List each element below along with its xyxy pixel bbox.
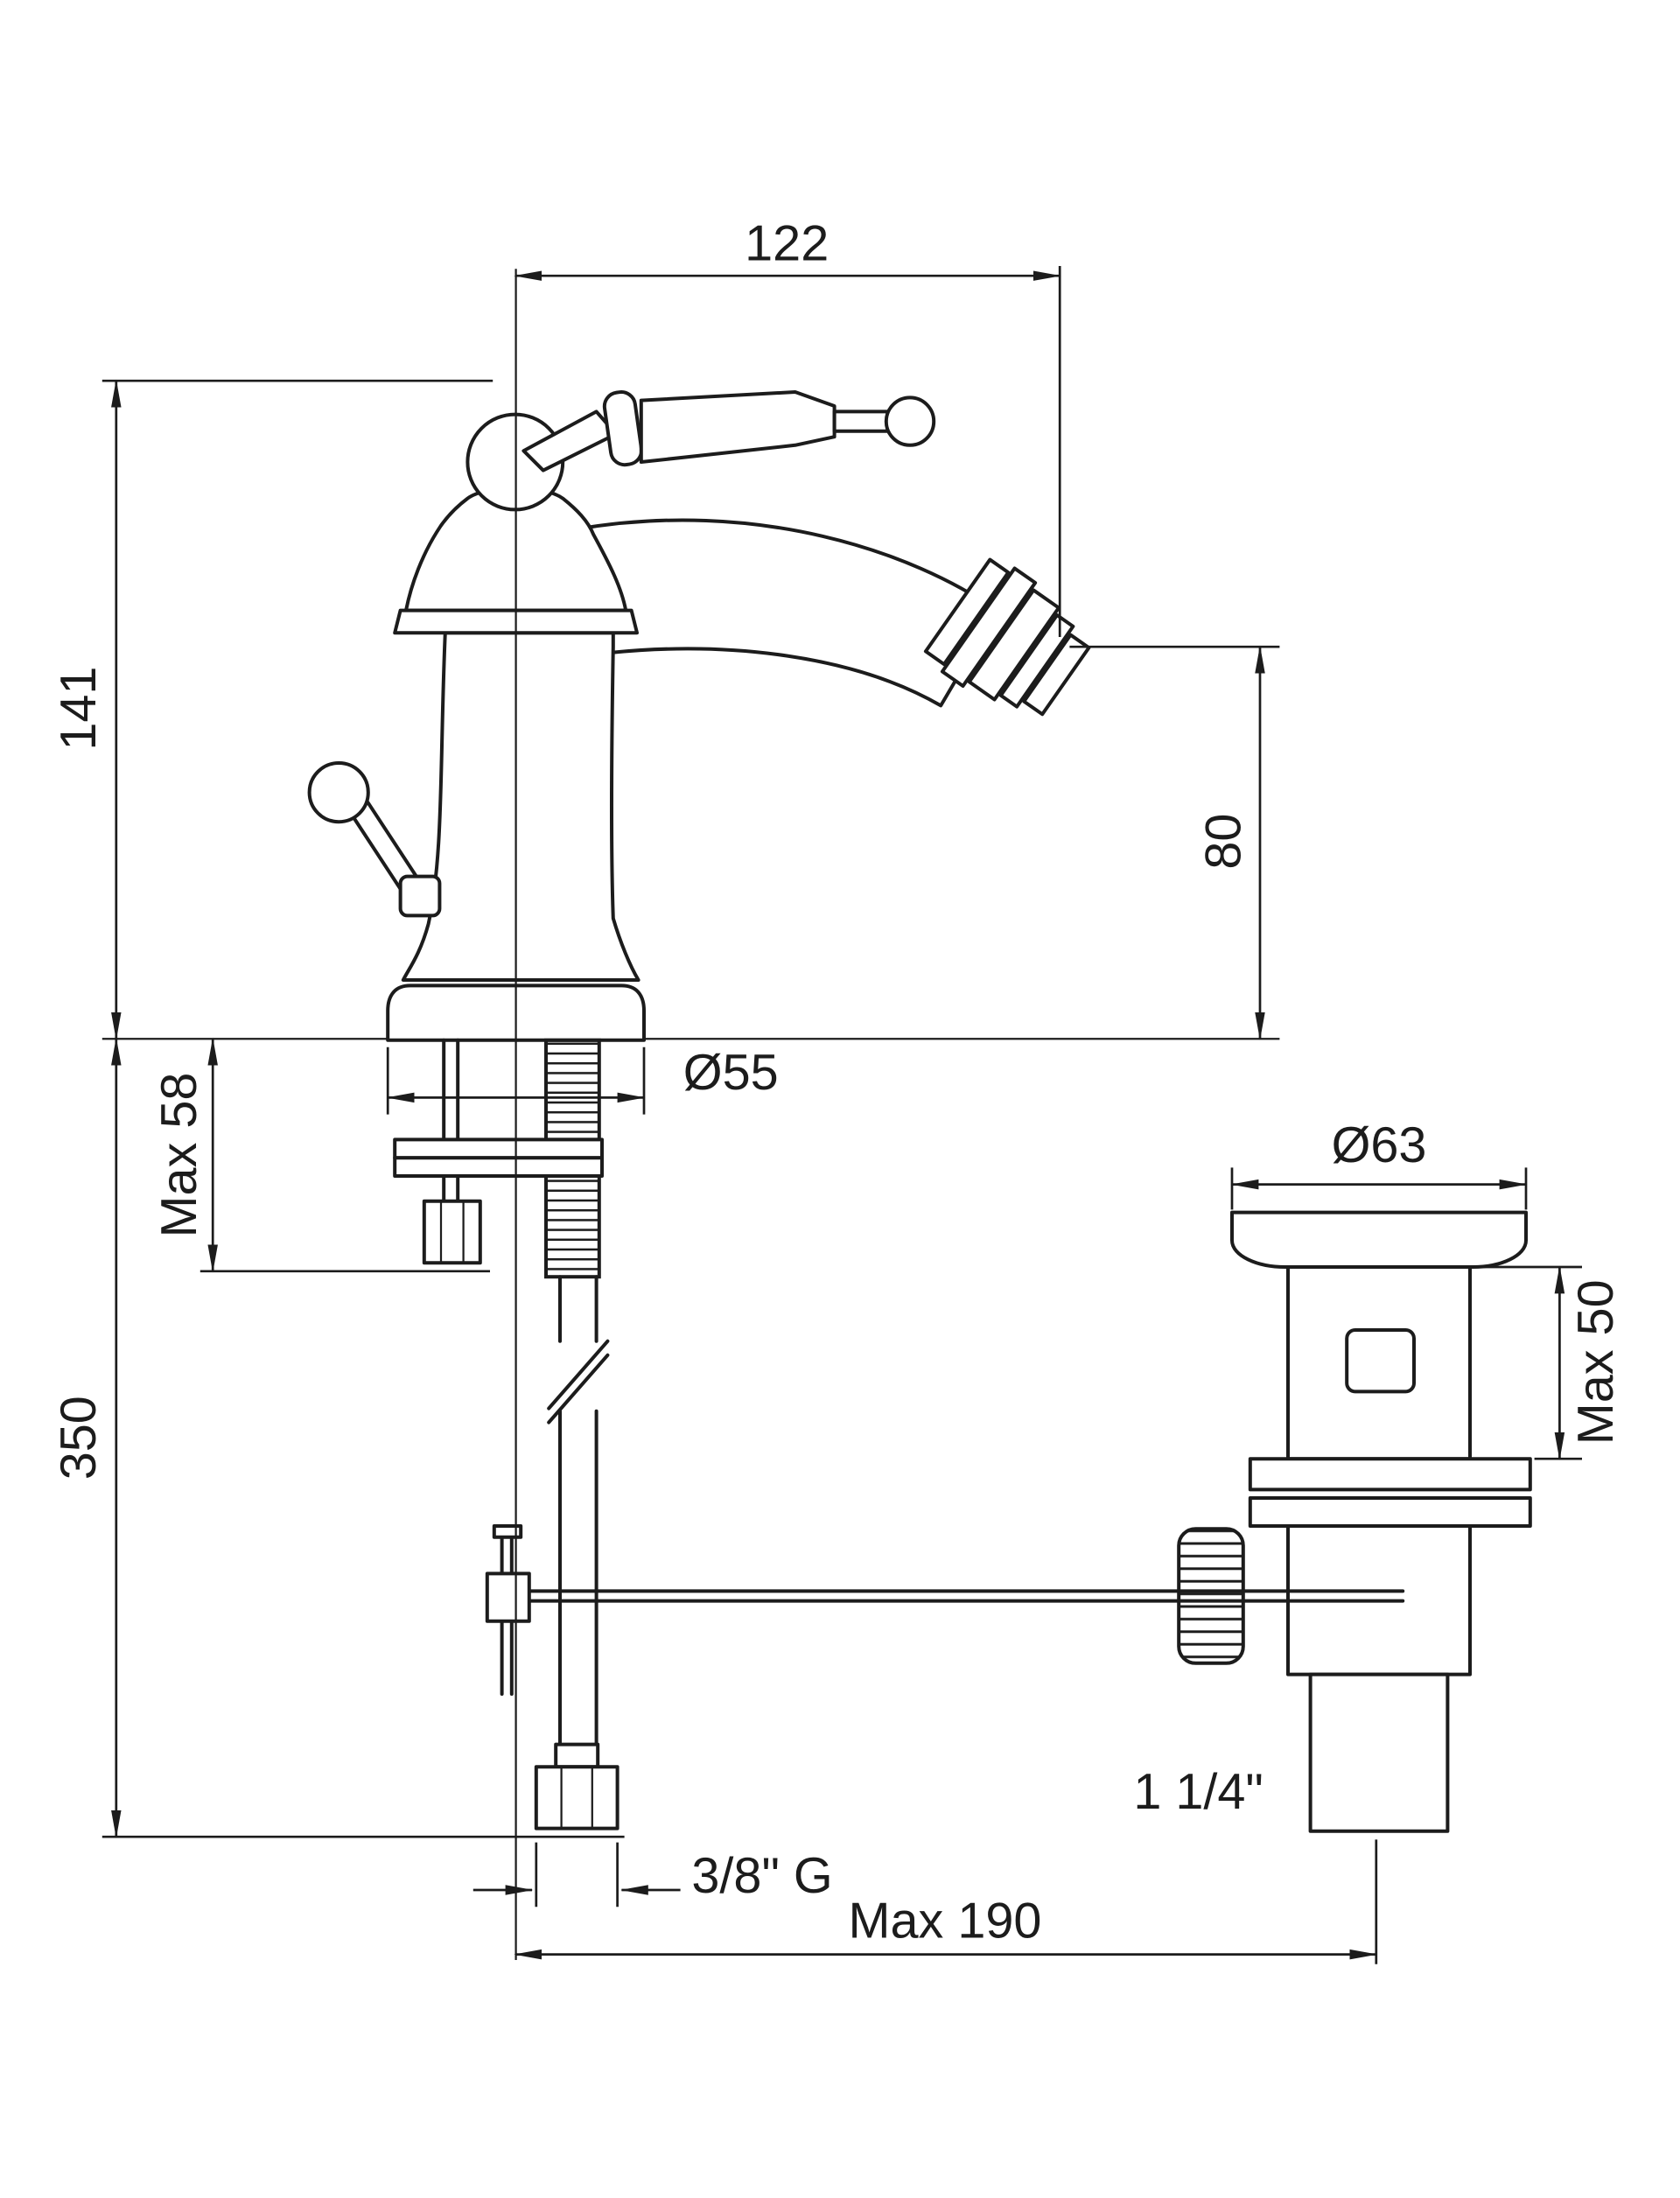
dimension-d63: Ø63 bbox=[1230, 1117, 1528, 1210]
popup-knob-boss bbox=[398, 874, 442, 918]
dim-label-popup-rod-reach: Max 190 bbox=[849, 1893, 1042, 1949]
supply-hose bbox=[547, 1275, 610, 1769]
rod-clamp bbox=[485, 1572, 531, 1623]
waste-washer bbox=[1248, 1496, 1532, 1528]
dim-label-spout-height: 80 bbox=[1196, 814, 1252, 870]
dimension-114: 1 1/4" bbox=[1133, 1764, 1264, 1820]
supply-nut bbox=[534, 1765, 620, 1830]
threaded-shank-upper bbox=[544, 1038, 601, 1142]
spout-curve bbox=[575, 518, 999, 708]
mount-washer bbox=[393, 1138, 604, 1160]
waste-locknut bbox=[1248, 1457, 1532, 1492]
hose-break-line bbox=[547, 1353, 610, 1424]
body-column bbox=[401, 631, 640, 982]
dimension-max58: Max 58 bbox=[151, 1037, 490, 1273]
dimension-max50: Max 50 bbox=[1477, 1265, 1624, 1460]
dim-label-waste-clamp-range: Max 50 bbox=[1568, 1279, 1624, 1445]
popup-linkage bbox=[485, 1524, 1405, 1696]
lever-neck bbox=[832, 410, 890, 433]
dimension-d55: Ø55 bbox=[386, 1045, 779, 1115]
waste-tailpipe bbox=[1308, 1672, 1450, 1833]
dimension-80: 80 bbox=[1069, 645, 1280, 1040]
dim-label-base-diameter: Ø55 bbox=[683, 1045, 779, 1101]
rod-cap bbox=[492, 1524, 523, 1539]
dim-label-waste-thread: 1 1/4" bbox=[1133, 1764, 1264, 1820]
dim-label-waste-flange-diameter: Ø63 bbox=[1332, 1117, 1427, 1173]
hose-collar bbox=[554, 1742, 600, 1769]
faucet-body bbox=[307, 390, 1091, 1042]
lever-collar bbox=[602, 390, 644, 467]
mounting-assembly bbox=[393, 1038, 620, 1830]
dim-label-supply-thread: 3/8" G bbox=[691, 1848, 832, 1904]
lever-grip bbox=[639, 390, 836, 464]
mount-nut bbox=[422, 1199, 482, 1265]
popup-waste-assembly bbox=[485, 1210, 1532, 1833]
dimension-141: 141 bbox=[51, 379, 494, 1040]
waste-flange bbox=[1230, 1210, 1528, 1269]
lever-end-ball bbox=[884, 396, 936, 447]
dim-label-body-height: 141 bbox=[51, 667, 107, 751]
dimension-350: 350 bbox=[51, 1037, 625, 1838]
dimension-max190: Max 190 bbox=[514, 1839, 1378, 1964]
threaded-shank-lower bbox=[544, 1174, 601, 1279]
dim-label-spout-reach: 122 bbox=[745, 216, 829, 272]
waste-overflow-slot bbox=[1345, 1328, 1417, 1394]
dim-label-hose-length: 350 bbox=[51, 1396, 107, 1480]
hose-break-line bbox=[547, 1339, 610, 1410]
mount-plate bbox=[393, 1156, 604, 1179]
spray-nozzle bbox=[923, 557, 1091, 717]
knurled-clamp bbox=[1177, 1527, 1245, 1665]
popup-knob bbox=[307, 761, 370, 824]
dimension-38g: 3/8" G bbox=[472, 1842, 833, 1908]
dim-label-deck-thickness: Max 58 bbox=[151, 1073, 207, 1238]
dimension-122: 122 bbox=[514, 216, 1061, 637]
